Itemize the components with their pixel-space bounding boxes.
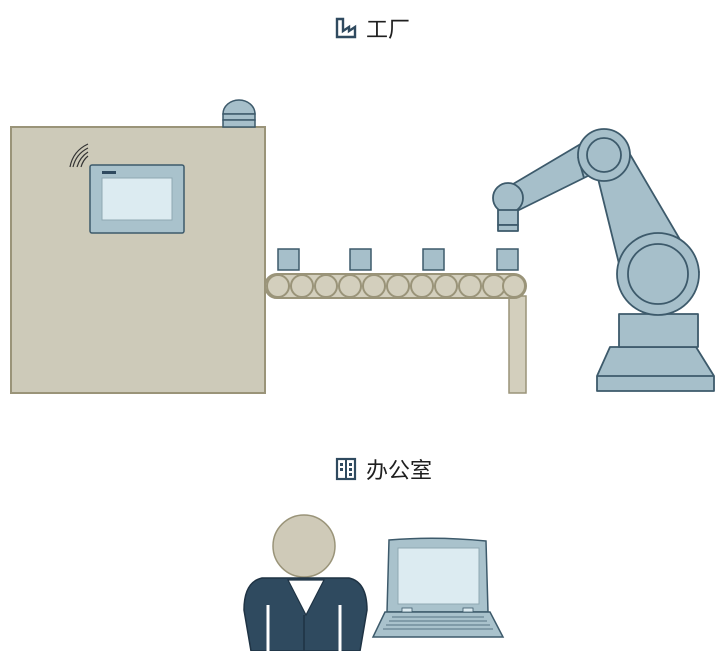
hmi-panel (90, 165, 184, 233)
product-boxes (278, 249, 518, 270)
machine-cabinet (11, 100, 265, 393)
conveyor (265, 249, 526, 393)
person (244, 515, 367, 651)
laptop (373, 538, 503, 637)
signal-lamp (223, 100, 255, 127)
conveyor-rollers (267, 275, 525, 297)
